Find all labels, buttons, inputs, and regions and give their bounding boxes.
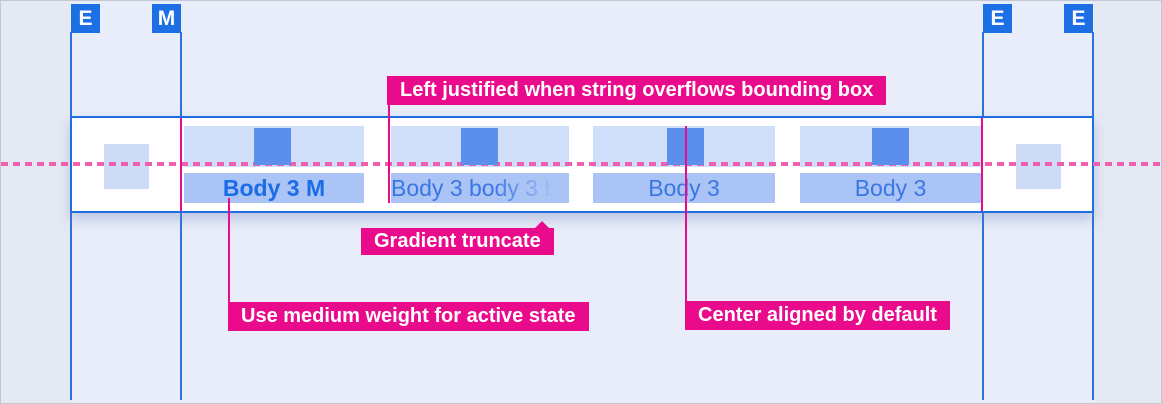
tab-3-label-text: Body 3 bbox=[648, 175, 720, 201]
center-aligned-pointer-line bbox=[685, 126, 687, 301]
tab-3-label[interactable]: Body 3 bbox=[593, 173, 775, 203]
right-edge-placeholder-square bbox=[1016, 144, 1061, 189]
caret-up-icon bbox=[534, 221, 549, 228]
guideline-e-right-inner bbox=[982, 32, 984, 400]
left-margin-strip bbox=[1, 1, 70, 403]
right-margin-strip bbox=[1094, 1, 1161, 403]
margin-label-e-right-inner: E bbox=[983, 4, 1012, 33]
tab-4-indicator-square bbox=[872, 128, 909, 165]
tab-1-indicator-square bbox=[254, 128, 291, 165]
tabs-end-marker-line bbox=[981, 118, 983, 211]
margin-label-text: M bbox=[157, 6, 176, 30]
guideline-e-left bbox=[70, 32, 72, 400]
left-edge-placeholder-square bbox=[104, 144, 149, 189]
guideline-e-right-outer bbox=[1092, 32, 1094, 400]
tab-2-label[interactable]: Body 3 body 3 b bbox=[391, 173, 569, 203]
left-justified-pointer-line bbox=[388, 105, 390, 203]
annotation-text: Use medium weight for active state bbox=[241, 305, 576, 327]
tab-4-label[interactable]: Body 3 bbox=[800, 173, 981, 203]
annotation-text: Center aligned by default bbox=[698, 304, 937, 326]
guideline-m-left bbox=[180, 32, 182, 400]
tab-1-label-text: Body 3 M bbox=[222, 175, 326, 201]
margin-label-text: E bbox=[990, 6, 1005, 30]
margin-label-text: E bbox=[78, 6, 93, 30]
margin-label-m: M bbox=[152, 4, 181, 33]
tab-4-label-text: Body 3 bbox=[854, 175, 927, 201]
tab-2-indicator-square bbox=[461, 128, 498, 165]
gradient-fade-overlay bbox=[491, 173, 569, 203]
margin-label-text: E bbox=[1071, 6, 1086, 30]
annotation-medium-weight: Use medium weight for active state bbox=[228, 302, 589, 331]
margin-label-e-right-outer: E bbox=[1064, 4, 1093, 33]
margin-label-e-left: E bbox=[71, 4, 100, 33]
tabs-start-marker-line bbox=[180, 118, 182, 211]
annotation-center-aligned: Center aligned by default bbox=[685, 301, 950, 330]
center-baseline-dashed-line bbox=[1, 162, 1161, 166]
tab-1-label[interactable]: Body 3 M bbox=[184, 173, 364, 203]
annotation-gradient-truncate: Gradient truncate bbox=[361, 221, 554, 255]
annotation-text: Gradient truncate bbox=[374, 230, 541, 252]
medium-weight-pointer-line bbox=[228, 198, 230, 302]
annotation-left-justified: Left justified when string overflows bou… bbox=[387, 76, 887, 105]
annotation-text: Left justified when string overflows bou… bbox=[400, 79, 874, 101]
